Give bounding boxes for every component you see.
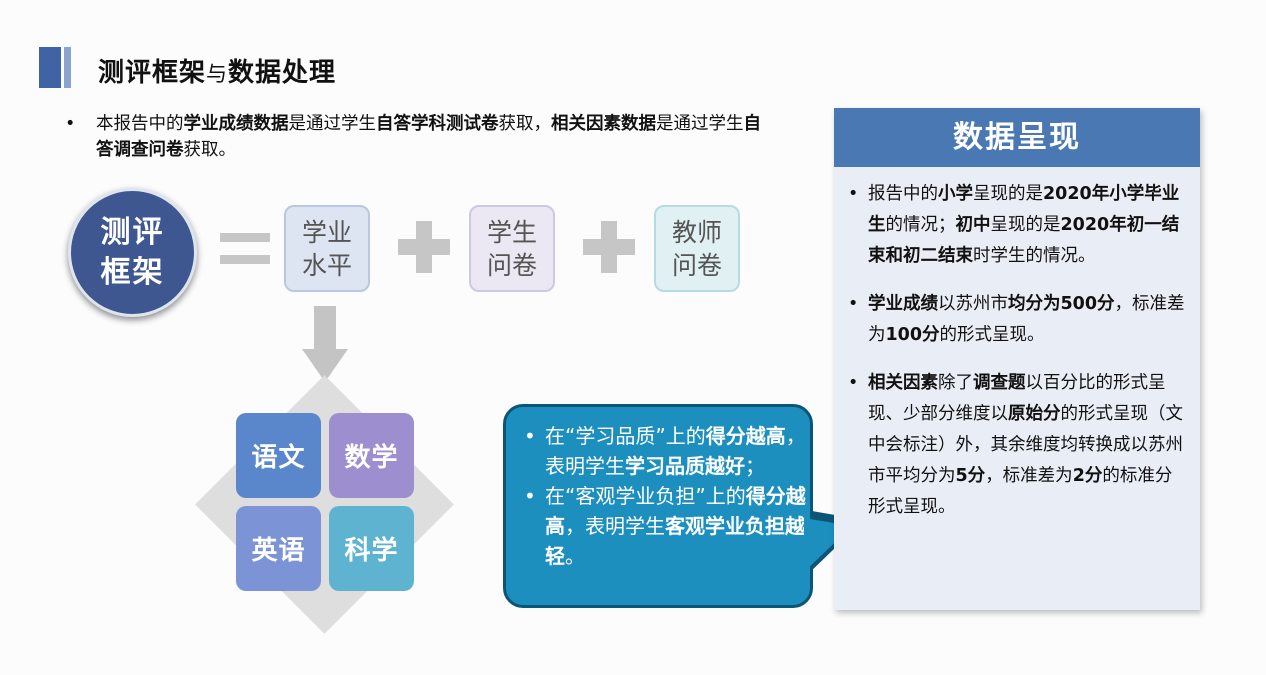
panel-bullet-dot: • (848, 184, 859, 204)
framework-circle-line-1: 测评 (100, 215, 165, 250)
callout-bullet-dot: • (524, 424, 536, 448)
intro-text: 本报告中的学业成绩数据是通过学生自答学科测试卷获取，相关因素数据是通过学生自答调… (96, 111, 765, 163)
framework-part-line: 问卷 (671, 250, 722, 280)
callout-item: •在“学习品质”上的得分越高，表明学生学习品质越好； (524, 421, 806, 481)
intro-segment: 获取。 (183, 140, 237, 160)
framework-part-academic: 学业水平 (284, 205, 370, 292)
equals-icon (220, 233, 270, 277)
callout-box: •在“学习品质”上的得分越高，表明学生学习品质越好； •在“客观学业负担”上的得… (503, 404, 813, 608)
intro-segment: 是通过学生 (288, 114, 377, 134)
intro-segment-bold: 学业成绩数据 (183, 114, 289, 134)
subject-english: 英语 (236, 506, 321, 591)
intro-segment: 获取， (498, 114, 552, 134)
framework-part-line: 问卷 (486, 250, 537, 280)
framework-circle-label: 测评 框架 (71, 213, 194, 293)
framework-part-line: 学生 (486, 217, 537, 247)
page-title-main: 测评框架 (98, 58, 207, 88)
title-accent-bars (39, 47, 79, 88)
framework-part-line: 教师 (671, 217, 722, 247)
panel-body: •报告中的小学呈现的是2020年小学毕业生的情况；初中呈现的是2020年初一结束… (848, 179, 1188, 540)
framework-circle: 测评 框架 (68, 188, 197, 317)
intro-segment-bold: 自答学科测试卷 (376, 114, 499, 134)
intro-bullet-dot: • (65, 114, 76, 134)
title-accent-bar-light (64, 47, 71, 88)
framework-part-line: 学业 (301, 217, 352, 247)
callout-item: •在“客观学业负担”上的得分越高，表明学生客观学业负担越轻。 (524, 481, 806, 571)
down-arrow-icon (314, 306, 336, 350)
page-title-connector: 与 (206, 62, 229, 86)
intro-segment-bold: 相关因素数据 (551, 114, 656, 134)
title-accent-bar-dark (39, 47, 61, 88)
subject-matrix-diamond (195, 375, 454, 634)
callout-bullet-dot: • (524, 484, 536, 508)
intro-segment-bold: 自答调查问卷 (96, 114, 761, 160)
intro-bullet: • 本报告中的学业成绩数据是通过学生自答学科测试卷获取，相关因素数据是通过学生自… (65, 111, 765, 163)
plus-icon (398, 221, 450, 273)
plus-icon (583, 221, 635, 273)
framework-part-line: 水平 (301, 250, 352, 280)
page-title-tail: 数据处理 (228, 58, 337, 88)
subject-chinese: 语文 (236, 413, 321, 498)
data-presentation-panel: 数据呈现 •报告中的小学呈现的是2020年小学毕业生的情况；初中呈现的是2020… (834, 108, 1200, 610)
panel-bullet-dot: • (848, 294, 859, 314)
framework-part-teacher-survey: 教师问卷 (654, 205, 740, 292)
subject-math: 数学 (329, 413, 414, 498)
panel-bullet-dot: • (848, 373, 859, 393)
intro-segment: 是通过学生 (656, 114, 744, 134)
subject-science: 科学 (329, 506, 414, 591)
panel-item: •学业成绩以苏州市均分为500分，标准差为100分的形式呈现。 (848, 289, 1188, 351)
panel-title: 数据呈现 (834, 108, 1200, 167)
panel-item: •相关因素除了调查题以百分比的形式呈现、少部分维度以原始分的形式呈现（文中会标注… (848, 368, 1188, 523)
panel-item: •报告中的小学呈现的是2020年小学毕业生的情况；初中呈现的是2020年初一结束… (848, 179, 1188, 272)
framework-circle-line-2: 框架 (100, 255, 165, 290)
intro-segment: 本报告中的 (96, 114, 184, 134)
framework-part-student-survey: 学生问卷 (469, 205, 555, 292)
page-title: 测评框架与数据处理 (98, 52, 336, 89)
